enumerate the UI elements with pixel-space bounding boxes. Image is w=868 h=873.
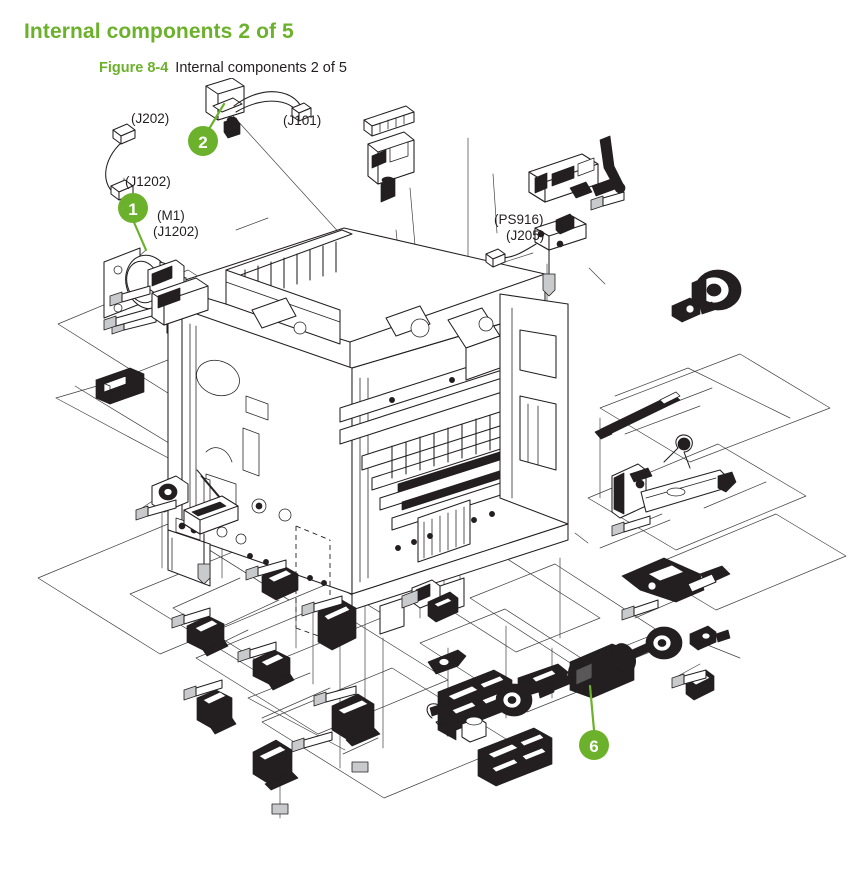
part-ps916-sensor	[485, 135, 626, 297]
callout-1-number: 1	[128, 200, 137, 219]
part-lever-arm-lower	[621, 557, 731, 621]
part-cable-j202-j1202	[105, 123, 136, 201]
part-frame-plate-2	[477, 727, 553, 787]
callouts: 1 2 6	[118, 102, 609, 760]
figure-artboard: 1 2 6 (J202) (J1202) (J101) (M1) (J1202)…	[0, 78, 868, 873]
figure-caption: Figure 8-4 Internal components 2 of 5	[99, 60, 347, 76]
label-m1: (M1)	[157, 208, 185, 223]
bracket	[301, 595, 357, 651]
part-long-shaft	[594, 391, 681, 440]
part-left-bracket-upper	[109, 259, 185, 307]
part-drive-gear	[691, 269, 742, 311]
part-bracket-set-lower-left	[171, 559, 381, 815]
connector-labels: (J202) (J1202) (J101) (M1) (J1202) (PS91…	[125, 111, 544, 243]
bracket	[171, 607, 229, 657]
label-j1202-cable: (J1202)	[125, 174, 171, 189]
bracket	[183, 679, 237, 735]
part-torsion-spring	[663, 434, 693, 469]
label-j205: (J205)	[506, 228, 544, 243]
label-j101: (J101)	[283, 113, 321, 128]
bracket	[252, 731, 333, 815]
callout-2[interactable]: 2	[188, 102, 226, 156]
callout-6-number: 6	[589, 737, 598, 756]
label-j202: (J202)	[131, 111, 169, 126]
figure-number: Figure 8-4	[99, 60, 169, 76]
part-small-black-link	[427, 649, 467, 675]
label-j1202-motor: (J1202)	[153, 224, 199, 239]
figure-title-text: Internal components 2 of 5	[175, 60, 347, 76]
label-ps916: (PS916)	[494, 212, 544, 227]
part-pad-holder	[183, 495, 239, 585]
callout-2-number: 2	[198, 133, 207, 152]
callout-1[interactable]: 1	[118, 193, 148, 252]
part-top-duct-sensor	[363, 105, 415, 203]
part-bushing-clip	[671, 297, 715, 323]
printer-chassis	[166, 227, 569, 641]
bracket	[313, 685, 381, 773]
part-guide-clip	[103, 277, 209, 331]
part-lower-connectors	[401, 579, 459, 623]
page-title: Internal components 2 of 5	[24, 20, 294, 43]
bracket	[237, 641, 295, 691]
callout-6[interactable]: 6	[579, 684, 609, 760]
part-right-small-lever	[671, 669, 715, 701]
part-pickup-roller-assembly	[461, 625, 731, 743]
part-black-wedge	[95, 367, 145, 405]
part-link-arm	[611, 463, 737, 537]
bracket	[245, 559, 299, 601]
part-left-roller-holder	[135, 475, 189, 521]
part-wire-spring-bottom	[426, 703, 449, 737]
